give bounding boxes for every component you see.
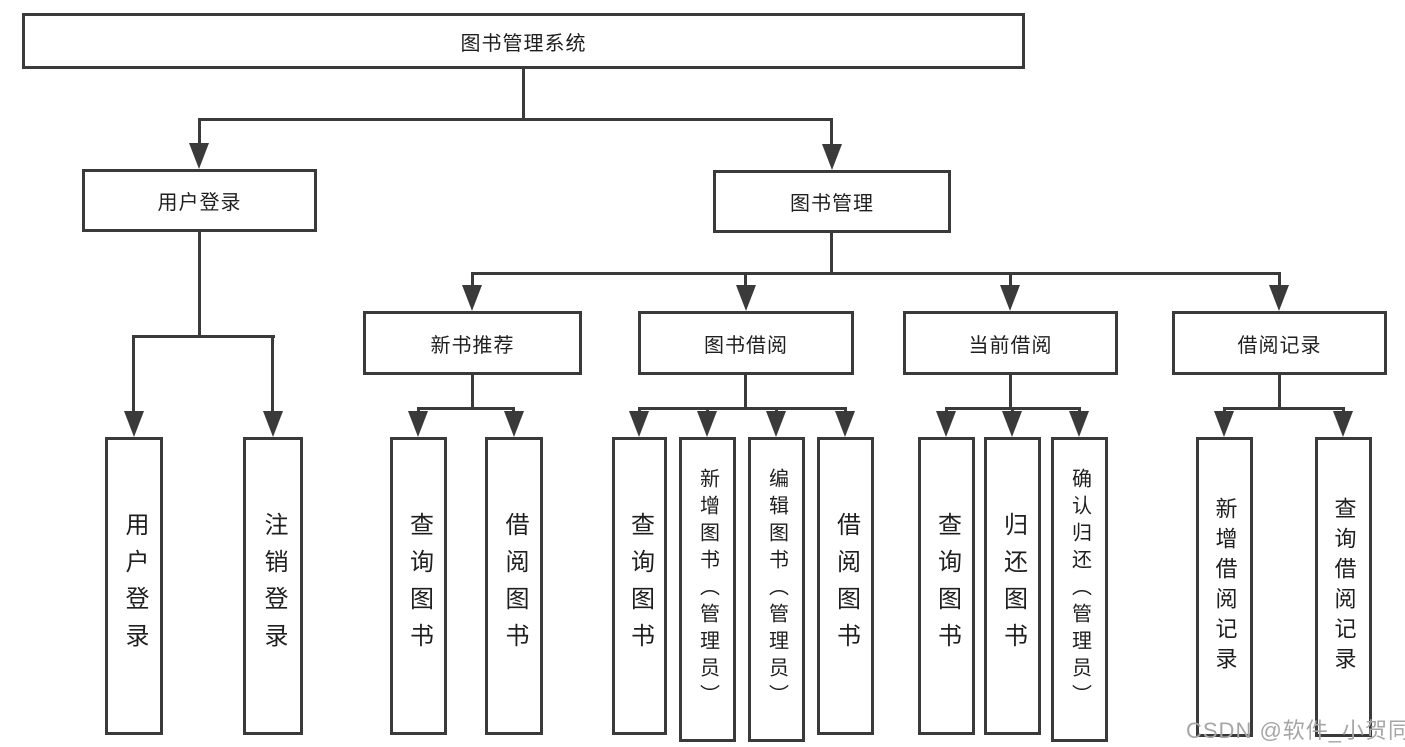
arrow-down-icon [1000,285,1020,311]
connector-drop [1278,272,1281,286]
node-label: 图书管理系统 [460,32,587,55]
connector-stem [1278,375,1281,407]
node-label: 归还图书 [999,512,1027,660]
connector-drop [1078,407,1081,413]
node-label: 查询图书 [626,512,654,660]
node-label: 当前借阅 [968,334,1053,357]
node-query-borrow-record: 查询借阅记录 [1315,437,1372,737]
connector-drop [132,335,135,412]
connector-drop [512,407,515,413]
node-logout-leaf: 注销登录 [243,437,303,735]
node-label: 注销登录 [260,512,287,660]
node-query-books-borrowing: 查询图书 [612,437,667,735]
node-label: 借阅图书 [832,512,860,660]
node-borrow-books-leaf: 借阅图书 [817,437,874,735]
node-borrowing-records: 借阅记录 [1172,311,1387,375]
node-label: 查询图书 [933,512,961,660]
connector-drop [1011,407,1014,413]
connector-drop [945,407,948,413]
connector-stem [471,375,474,407]
arrow-down-icon [736,285,756,311]
arrow-down-icon [1269,285,1289,311]
arrow-down-icon [1002,411,1022,437]
connector-login-branch [133,335,275,338]
connector-drop [744,272,747,286]
node-label: 新增借阅记录 [1212,497,1238,677]
node-confirm-return-admin: 确认归还（管理员） [1051,437,1108,742]
arrow-down-icon [1069,411,1089,437]
connector-drop [1342,407,1345,413]
node-library-system: 图书管理系统 [22,13,1025,69]
connector-branch [417,407,515,410]
arrow-down-icon [462,285,482,311]
node-label: 查询图书 [405,512,433,660]
node-book-borrowing: 图书借阅 [638,311,854,375]
connector-branch [638,407,847,410]
connector-root-stem [522,69,525,118]
node-current-borrowing: 当前借阅 [903,311,1118,375]
connector-drop [706,407,709,413]
connector-drop [471,272,474,286]
arrow-down-icon [822,144,842,170]
connector-l2-branch [198,118,833,121]
connector-drop [271,335,274,412]
connector-branch [1223,407,1344,410]
node-label: 编辑图书（管理员） [765,468,788,711]
node-label: 图书借阅 [704,334,788,357]
connector-drop [1009,272,1012,286]
node-label: 用户登录 [121,512,148,660]
node-query-books-recommend: 查询图书 [390,437,447,735]
node-label: 新书推荐 [430,334,515,357]
node-label: 借阅图书 [501,512,528,660]
node-label: 查询借阅记录 [1331,497,1357,677]
node-user-login: 用户登录 [82,169,317,232]
connector-drop [830,118,833,144]
arrow-down-icon [504,411,524,437]
arrow-down-icon [189,143,209,169]
connector-mgmt-stem [830,233,833,272]
connector-l3-branch [471,272,1281,275]
node-label: 新增图书（管理员） [696,468,719,711]
arrow-down-icon [766,411,786,437]
connector-drop [417,407,420,413]
connector-stem [744,375,747,407]
node-borrow-books-recommend: 借阅图书 [485,437,543,735]
arrow-down-icon [697,411,717,437]
connector-drop [844,407,847,413]
node-user-login-leaf: 用户登录 [105,437,163,735]
arrow-down-icon [408,411,428,437]
node-add-borrow-record: 新增借阅记录 [1196,437,1253,737]
node-label: 借阅记录 [1237,334,1322,357]
arrow-down-icon [629,411,649,437]
node-edit-book-admin: 编辑图书（管理员） [748,437,805,742]
node-label: 用户登录 [157,192,242,214]
arrow-down-icon [936,411,956,437]
node-book-management: 图书管理 [713,170,951,233]
node-add-book-admin: 新增图书（管理员） [679,437,736,742]
arrow-down-icon [124,411,144,437]
connector-drop [638,407,641,413]
node-label: 图书管理 [790,193,874,215]
arrow-down-icon [1214,411,1234,437]
node-label: 确认归还（管理员） [1068,468,1091,711]
connector-stem [1009,375,1012,407]
arrow-down-icon [1333,411,1353,437]
connector-drop [198,118,201,144]
connector-drop [775,407,778,413]
connector-drop [1223,407,1226,413]
node-new-book-recommend: 新书推荐 [363,311,582,375]
watermark: CSDN @软件_小贺同学 [1186,718,1405,743]
arrow-down-icon [835,411,855,437]
node-return-book: 归还图书 [984,437,1041,735]
node-query-books-current: 查询图书 [918,437,975,735]
connector-login-stem [198,232,201,335]
arrow-down-icon [263,411,283,437]
